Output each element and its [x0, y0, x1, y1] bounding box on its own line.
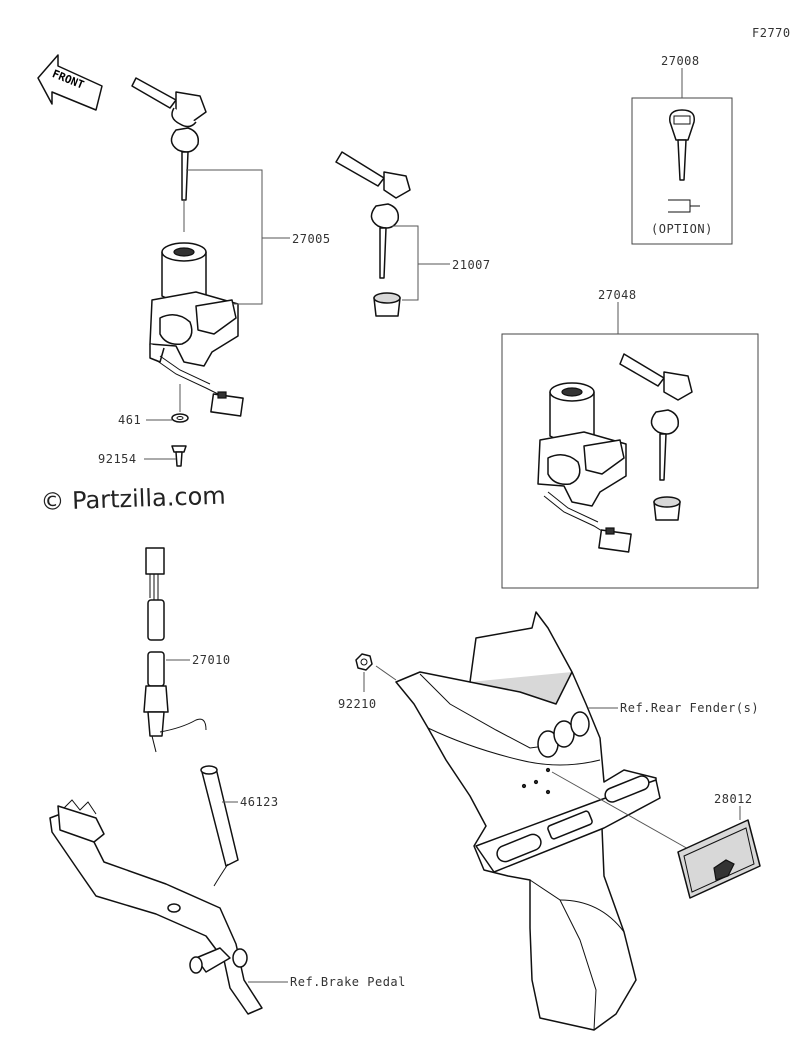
key-21007-icon	[335, 151, 411, 279]
label-brake-pedal: Ref.Brake Pedal	[290, 975, 406, 989]
key-27005-icon	[131, 77, 207, 201]
part-label-461: 461	[118, 413, 142, 427]
kit-27048-box	[501, 333, 759, 589]
label-rear-fender: Ref.Rear Fender(s)	[620, 701, 760, 715]
part-label-92210: 92210	[338, 697, 377, 711]
part-label-46123: 46123	[240, 795, 279, 809]
cap-27048-icon	[653, 496, 681, 521]
leader-21007	[392, 225, 419, 301]
part-label-27008: 27008	[661, 54, 700, 68]
part-label-28012: 28012	[714, 792, 753, 806]
cap-21007-icon	[373, 292, 401, 317]
key-27048-icon	[619, 353, 693, 481]
brake-pedal-icon	[49, 799, 263, 1015]
key-27008-icon	[668, 109, 700, 213]
ignition-switch-27005-icon	[149, 242, 244, 417]
part-label-92154: 92154	[98, 452, 137, 466]
part-label-27048: 27048	[598, 288, 637, 302]
figure-code: F2770	[752, 26, 791, 40]
front-arrow-icon: FRONT	[37, 54, 103, 111]
part-label-21007: 21007	[452, 258, 491, 272]
brake-switch-27010-icon	[143, 547, 169, 753]
rear-fender-icon	[395, 611, 661, 1031]
spring-46123-icon	[159, 718, 239, 887]
part-label-27010: 27010	[192, 653, 231, 667]
part-label-27005: 27005	[292, 232, 331, 246]
nut-92210-icon	[355, 653, 373, 671]
option-label: (OPTION)	[651, 222, 713, 236]
screw-92154-icon	[171, 445, 187, 467]
leader-28012	[551, 771, 691, 851]
washer-461-icon	[171, 413, 189, 423]
leader-27005	[186, 169, 263, 305]
reflector-28012-icon	[677, 819, 761, 899]
ignition-switch-27048-icon	[537, 382, 632, 553]
